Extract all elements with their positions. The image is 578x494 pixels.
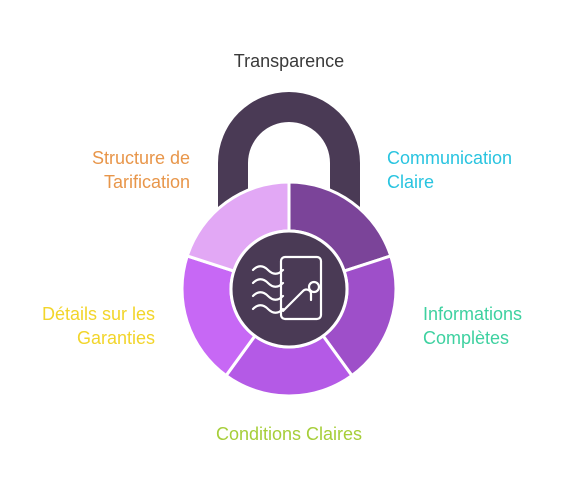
label-conditions-claires: Conditions Claires — [0, 422, 578, 446]
label-communication-claire: Communication Claire — [387, 146, 512, 194]
label-communication-line1: Communication — [387, 148, 513, 168]
padlock-shackle — [218, 92, 360, 215]
label-conditions-line1: Conditions Claires — [215, 424, 363, 444]
padlock-hub — [229, 229, 349, 349]
label-informations-completes: Informations Complètes — [423, 302, 522, 350]
label-details-line1: Détails sur les — [41, 304, 155, 324]
label-structure-line1: Structure de — [91, 148, 190, 168]
label-informations-line1: Informations — [423, 304, 523, 324]
label-structure-line2: Tarification — [103, 172, 190, 192]
label-details-sur-les-garanties: Détails sur les Garanties — [42, 302, 155, 350]
label-structure-de-tarification: Structure de Tarification — [92, 146, 190, 194]
label-details-line2: Garanties — [76, 328, 155, 348]
diagram-title: Transparence — [233, 51, 345, 71]
document-with-waves-icon — [251, 255, 323, 321]
label-informations-line2: Complètes — [423, 328, 510, 348]
padlock-body — [180, 180, 398, 398]
label-communication-line2: Claire — [387, 172, 435, 192]
